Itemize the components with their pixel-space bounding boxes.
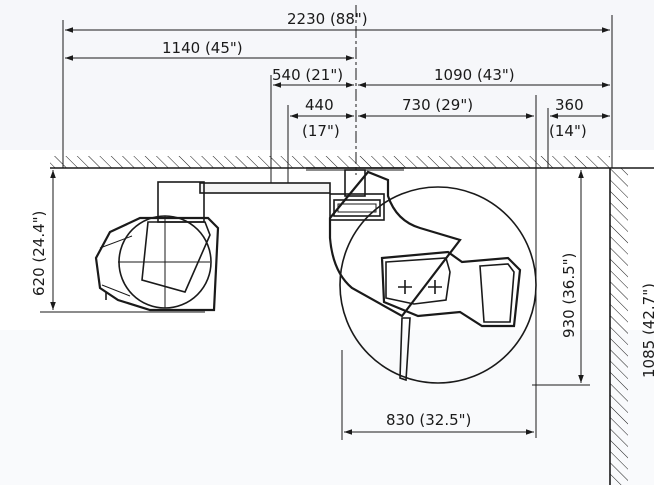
right-width-label: 1090 (43") bbox=[434, 66, 515, 84]
cross-mark bbox=[398, 280, 412, 294]
clearance-inch-label: (14") bbox=[549, 122, 587, 140]
table-top bbox=[380, 250, 522, 328]
swing-width-label: 730 (29") bbox=[402, 96, 473, 114]
side-wall bbox=[609, 167, 654, 485]
background-band bbox=[0, 0, 654, 150]
wall-depth-label: 1085 (42.7") bbox=[640, 283, 654, 378]
swing-circle bbox=[339, 186, 537, 384]
cross-mark bbox=[428, 280, 442, 294]
dimension-lines bbox=[50, 27, 610, 435]
horizontal-arm bbox=[199, 182, 331, 194]
background-band bbox=[0, 330, 654, 485]
ceiling-mount bbox=[306, 167, 404, 221]
extension-lines bbox=[40, 15, 613, 440]
curved-arm bbox=[328, 170, 462, 318]
right-depth-label: 930 (36.5") bbox=[560, 253, 578, 338]
left-unit bbox=[94, 181, 331, 312]
offset-b-value-label: 440 bbox=[305, 96, 334, 114]
left-width-label: 1140 (45") bbox=[162, 39, 243, 57]
overall-width-label: 2230 (88") bbox=[287, 10, 368, 28]
offset-b-inch-label: (17") bbox=[302, 122, 340, 140]
clearance-value-label: 360 bbox=[555, 96, 584, 114]
ceiling-wall bbox=[50, 156, 610, 169]
table-inner bbox=[385, 257, 451, 305]
circle-width-label: 830 (32.5") bbox=[386, 411, 471, 429]
left-depth-label: 620 (24.4") bbox=[30, 211, 48, 296]
head-inner-plate bbox=[141, 221, 211, 293]
right-unit bbox=[328, 170, 537, 384]
head-body bbox=[94, 216, 220, 312]
offset-a-label: 540 (21") bbox=[272, 66, 343, 84]
support-leg bbox=[399, 317, 411, 382]
table-pad bbox=[479, 263, 515, 323]
